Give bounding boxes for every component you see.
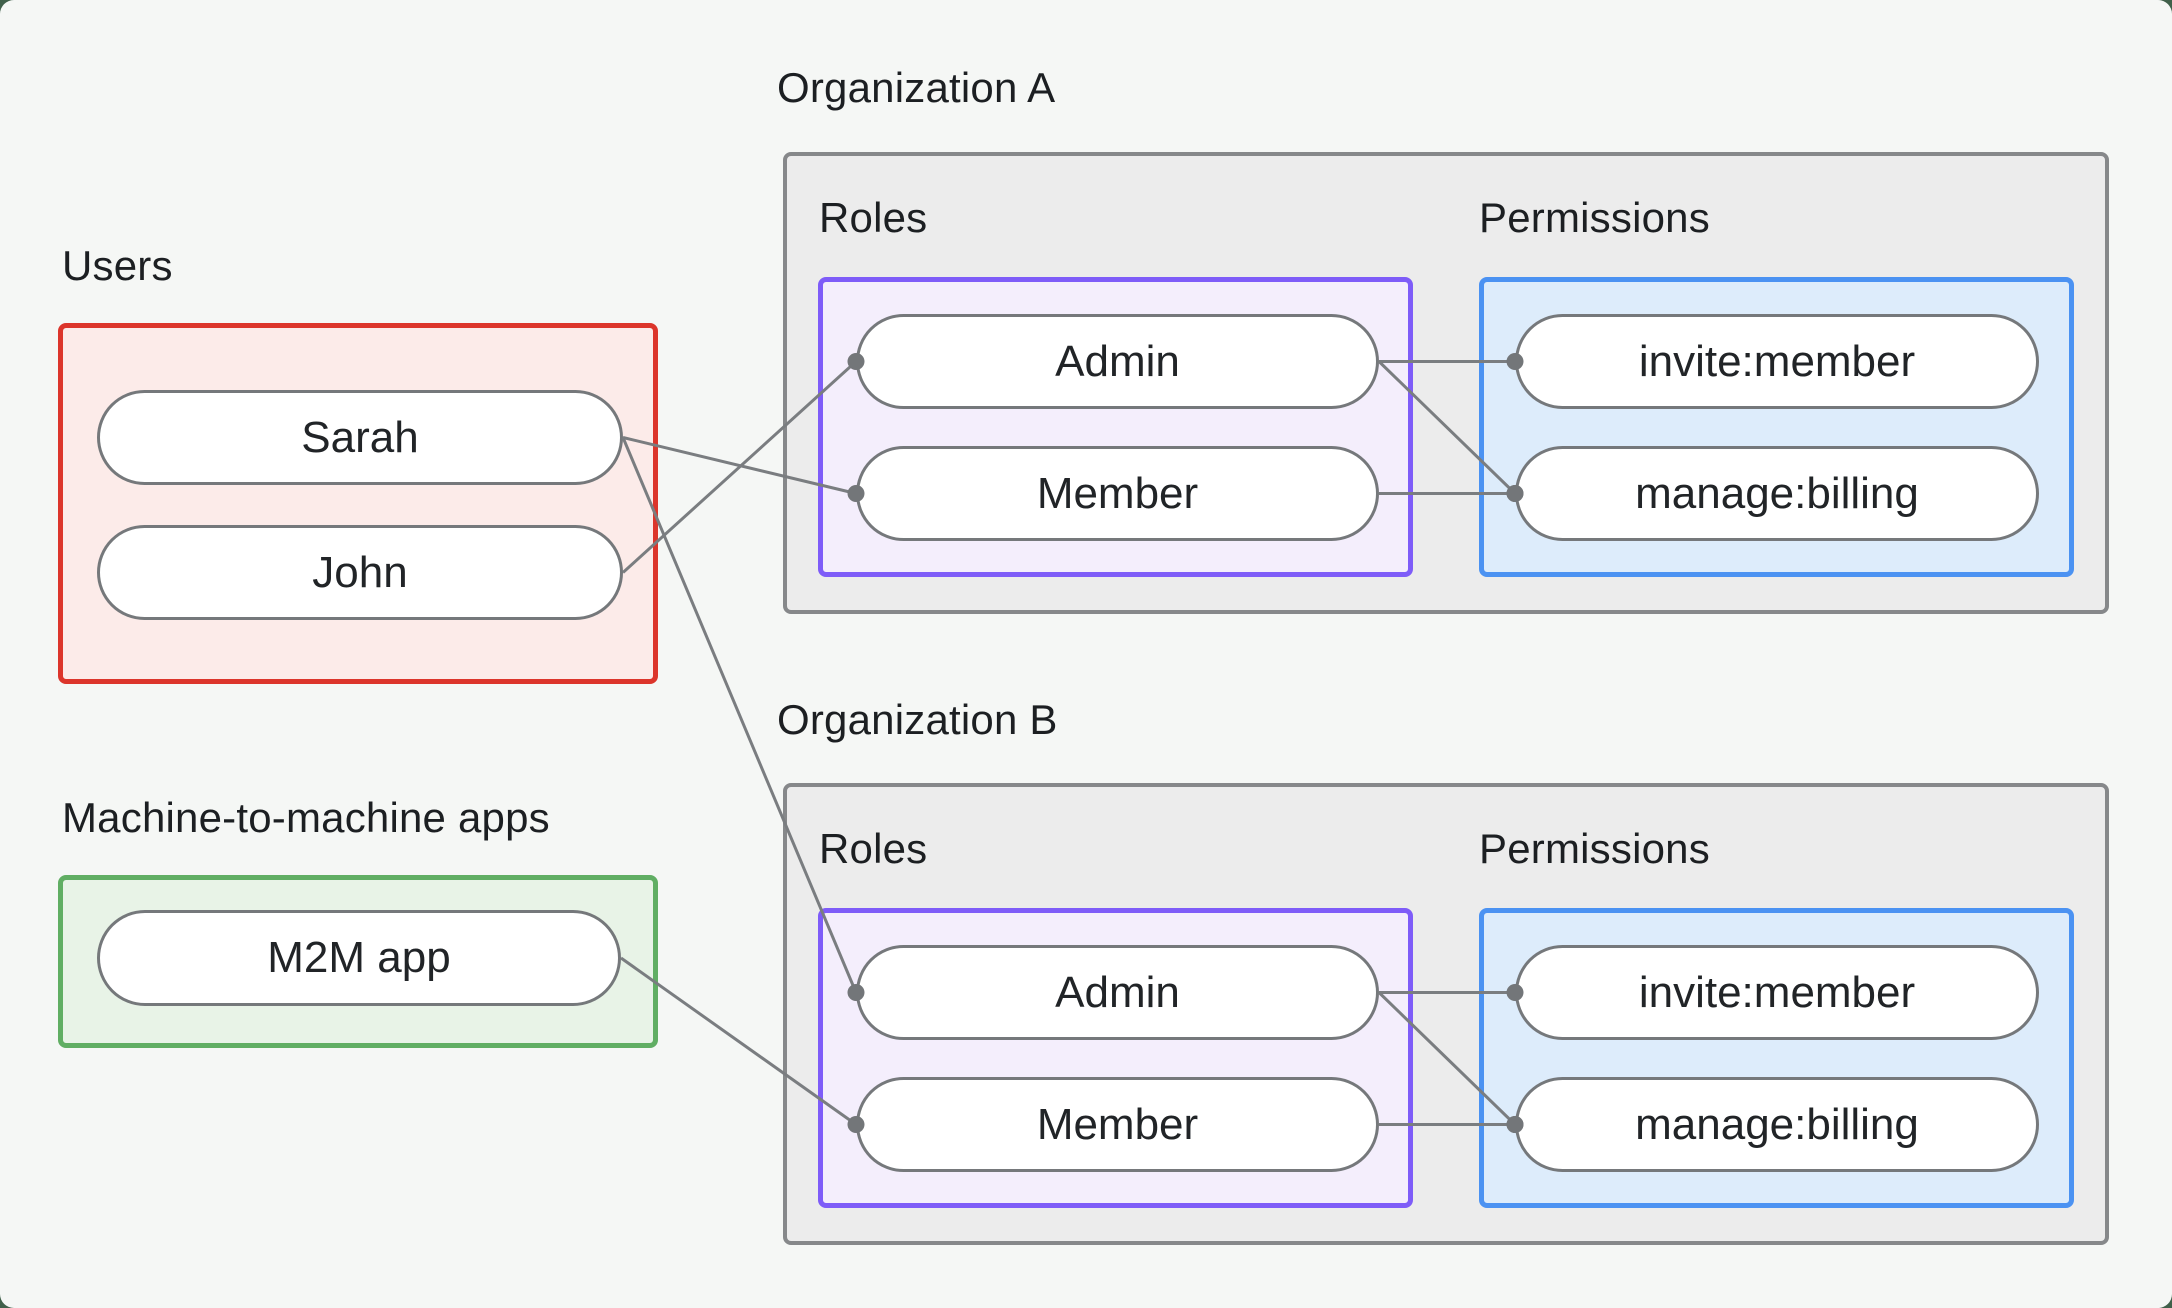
org-b-permission-pill-manage-billing: manage:billing — [1515, 1077, 2039, 1172]
m2m-app-pill: M2M app — [97, 910, 621, 1006]
org-a-role-pill-member: Member — [856, 446, 1379, 541]
org-b-role-pill-member: Member — [856, 1077, 1379, 1172]
org-a-permissions-label: Permissions — [1479, 194, 1710, 241]
org-b-permission-pill-invite-member: invite:member — [1515, 945, 2039, 1040]
users-group-label: Users — [62, 242, 173, 289]
m2m-group-label: Machine-to-machine apps — [62, 794, 550, 841]
org-b-permissions-label: Permissions — [1479, 825, 1710, 872]
org-a-roles-label: Roles — [819, 194, 928, 241]
org-a-permission-pill-invite-member: invite:member — [1515, 314, 2039, 409]
org-a-title: Organization A — [777, 64, 1056, 111]
users-group-box — [58, 323, 658, 684]
org-b-roles-label: Roles — [819, 825, 928, 872]
org-b-role-pill-admin: Admin — [856, 945, 1379, 1040]
user-pill-sarah: Sarah — [97, 390, 623, 485]
org-a-role-pill-admin: Admin — [856, 314, 1379, 409]
user-pill-john: John — [97, 525, 623, 620]
org-a-permission-pill-manage-billing: manage:billing — [1515, 446, 2039, 541]
org-b-title: Organization B — [777, 696, 1058, 743]
